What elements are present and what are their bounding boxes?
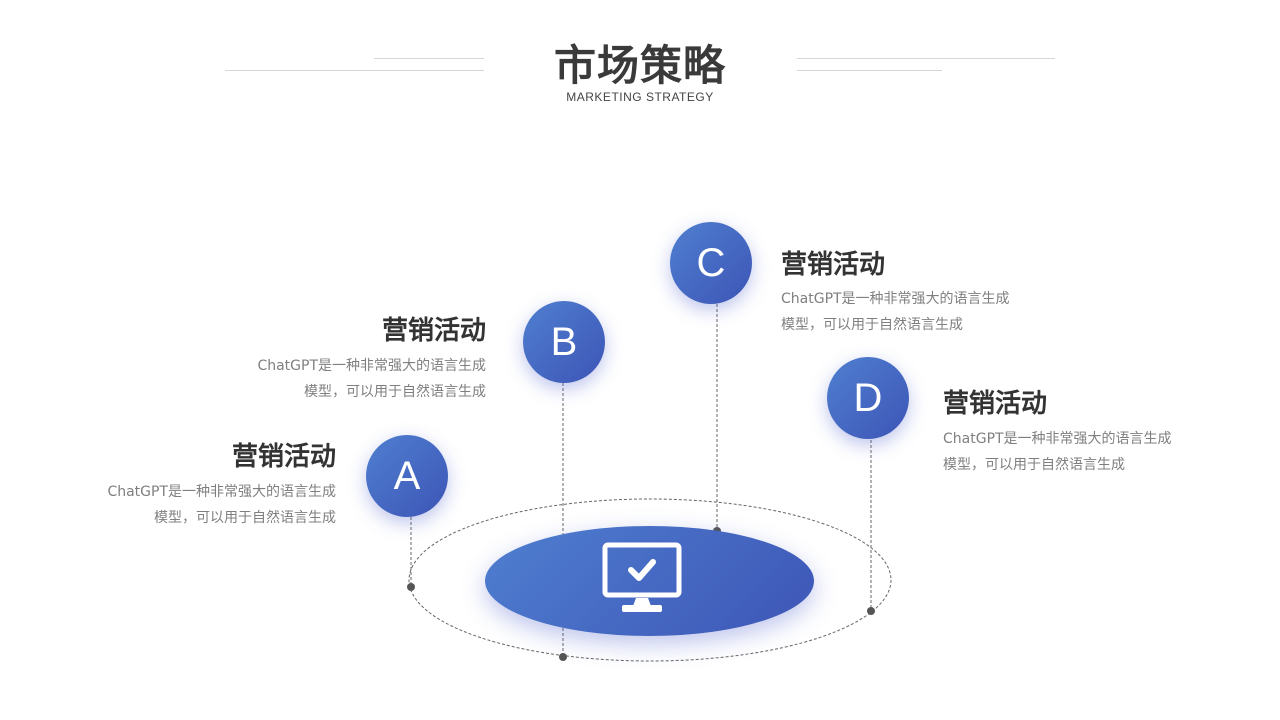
node-a-desc-line1: ChatGPT是一种非常强大的语言生成	[107, 484, 336, 500]
node-c-circle: C	[670, 222, 752, 304]
node-c-desc: ChatGPT是一种非常强大的语言生成 模型，可以用于自然语言生成	[781, 286, 1041, 338]
node-d-desc-line1: ChatGPT是一种非常强大的语言生成	[943, 431, 1172, 447]
header-deco-line-right-top	[797, 58, 1055, 59]
node-d-circle: D	[827, 357, 909, 439]
node-c-heading: 营销活动	[781, 250, 886, 280]
page-title: 市场策略	[553, 41, 726, 90]
node-d-heading: 营销活动	[943, 389, 1048, 419]
node-c-desc-line2: 模型，可以用于自然语言生成	[781, 317, 963, 333]
node-d-desc-line2: 模型，可以用于自然语言生成	[943, 457, 1125, 473]
node-a-desc-line2: 模型，可以用于自然语言生成	[154, 510, 336, 526]
connector-dot-a	[407, 583, 415, 591]
node-a-desc: ChatGPT是一种非常强大的语言生成 模型，可以用于自然语言生成	[76, 479, 336, 531]
node-a-heading: 营销活动	[231, 442, 336, 472]
page-subtitle: MARKETING STRATEGY	[566, 90, 714, 104]
monitor-check-icon	[602, 542, 682, 612]
node-b-heading: 营销活动	[381, 316, 486, 346]
node-b-desc: ChatGPT是一种非常强大的语言生成 模型，可以用于自然语言生成	[226, 353, 486, 405]
node-b-circle: B	[523, 301, 605, 383]
connector-dot-d	[867, 607, 875, 615]
node-b-desc-line1: ChatGPT是一种非常强大的语言生成	[257, 358, 486, 374]
header-deco-line-left-top	[374, 58, 484, 59]
connector-dot-b	[559, 653, 567, 661]
orbit-ellipse	[408, 498, 892, 662]
node-c-desc-line1: ChatGPT是一种非常强大的语言生成	[781, 291, 1010, 307]
node-a-circle: A	[366, 435, 448, 517]
node-d-desc: ChatGPT是一种非常强大的语言生成 模型，可以用于自然语言生成	[943, 426, 1203, 478]
node-b-desc-line2: 模型，可以用于自然语言生成	[304, 384, 486, 400]
header-deco-line-right-bottom	[797, 70, 942, 71]
header-deco-line-left-bottom	[225, 70, 484, 71]
